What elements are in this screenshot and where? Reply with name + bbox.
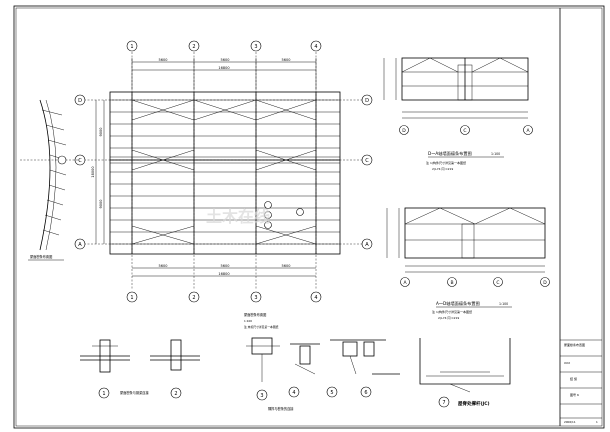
detail-1: 1 屋面檩条与钢梁连接 bbox=[80, 339, 149, 399]
title-item-2: XXX bbox=[564, 361, 570, 365]
axis-right-A: A bbox=[365, 242, 369, 248]
bottom-axis-bubbles: 1 2 3 4 bbox=[126, 291, 322, 303]
detail-5-num: 5 bbox=[330, 390, 333, 396]
elev-bot-note-2: 2)L74 同 C219 bbox=[438, 315, 459, 320]
detail-7-title: 屋脊处撑杆(JC) bbox=[458, 400, 490, 407]
detail-3-num: 3 bbox=[260, 393, 263, 399]
title-page: 1 bbox=[596, 420, 598, 424]
detail-7-num: 7 bbox=[442, 400, 445, 406]
elev-top-note-1: 注 1)构件尺寸详见第一本图纸 bbox=[426, 160, 466, 165]
axis-right-D: D bbox=[365, 98, 369, 104]
watermark: 土木在线 bbox=[206, 207, 270, 226]
detail-7: 7 屋脊处撑杆(JC) bbox=[419, 338, 511, 408]
elev-top-scale: 1:100 bbox=[491, 152, 500, 156]
detail-3: 屋面檩条布置图 1:100 注 未标尺寸详见第一本图纸 3 bbox=[244, 312, 280, 401]
elev-bot-axis-A: A bbox=[403, 280, 407, 286]
side-section-label: 屋面檩条布置图 bbox=[30, 254, 52, 259]
left-total-dim: 18000 bbox=[91, 166, 95, 177]
detail-3-note: 注 未标尺寸详见第一本图纸 bbox=[244, 325, 279, 329]
axis-bottom-3: 3 bbox=[254, 295, 257, 301]
bottom-dim-2: 5600 bbox=[221, 264, 230, 268]
elev-top-axis-C: C bbox=[463, 128, 466, 134]
detail-1-title: 屋面檩条与钢梁连接 bbox=[120, 390, 149, 395]
detail-3-scale: 1:100 bbox=[244, 319, 252, 323]
axis-bottom-1: 1 bbox=[130, 295, 133, 301]
elev-bot-axis-D: D bbox=[543, 280, 547, 286]
roof-purlin-plan: 5600 5600 5600 16800 bbox=[74, 40, 373, 303]
detail-2-num: 2 bbox=[174, 391, 177, 397]
elev-bot-scale: 1:100 bbox=[499, 302, 508, 306]
top-total-dim: 16800 bbox=[218, 66, 229, 70]
detail-3-title: 屋面檩条布置图 bbox=[244, 312, 266, 317]
left-dim-1: 9000 bbox=[99, 128, 103, 137]
elev-top-note-2: 2)L74 同 C219 bbox=[432, 166, 453, 171]
axis-right-C: C bbox=[365, 158, 369, 164]
axis-top-4: 4 bbox=[314, 44, 317, 50]
sheet-border bbox=[13, 5, 605, 429]
top-dim-2: 5600 bbox=[221, 58, 230, 62]
detail-4-num: 4 bbox=[292, 390, 295, 396]
elev-top-axis-D: D bbox=[402, 128, 406, 134]
elev-bot-axis-C: C bbox=[496, 280, 499, 286]
sheet-inner-border bbox=[15, 7, 603, 427]
detail-2: 2 bbox=[150, 339, 200, 399]
title-item-3: 结 施 bbox=[570, 376, 577, 381]
title-block: 屋面檩条布置图 XXX 结 施 图号 6 2006/11 1 bbox=[559, 8, 602, 426]
elev-bot-caption: A～D轴墙面檩条布置图 bbox=[436, 300, 480, 307]
title-date: 2006/11 bbox=[564, 420, 576, 424]
elev-bot-note-1: 注 1)构件尺寸详见第一本图纸 bbox=[432, 309, 472, 314]
axis-left-A: A bbox=[78, 242, 82, 248]
elev-top-axis-A: A bbox=[526, 128, 530, 134]
title-item-1: 屋面檩条布置图 bbox=[564, 342, 585, 347]
top-dim-1: 5600 bbox=[159, 58, 168, 62]
title-item-4: 图号 6 bbox=[570, 392, 579, 397]
axis-bottom-2: 2 bbox=[192, 295, 195, 301]
axis-top-2: 2 bbox=[192, 44, 195, 50]
elevation-top: D C A D～A轴墙面檩条布置图 1:100 注 1)构件尺寸详见第一本图纸 … bbox=[383, 57, 533, 171]
side-section: 屋面檩条布置图 bbox=[20, 99, 80, 261]
detail-1-num: 1 bbox=[102, 391, 105, 397]
detail-4: 4 bbox=[288, 343, 320, 398]
bottom-dim-1: 5600 bbox=[159, 264, 168, 268]
right-axis-bubbles: D C A bbox=[361, 94, 373, 250]
elevation-bottom: A B C D A～D轴墙面檩条布置图 1:100 注 1)构件尺寸详见第一本图… bbox=[386, 207, 550, 320]
bottom-total-dim: 16800 bbox=[218, 272, 229, 276]
left-dim-2: 9000 bbox=[99, 200, 103, 209]
detail-6: 6 bbox=[360, 373, 400, 398]
elev-bot-axis-B: B bbox=[450, 280, 453, 286]
bottom-dim-3: 5600 bbox=[282, 264, 291, 268]
left-axis-bubbles: D C A bbox=[74, 94, 86, 250]
detail-6-num: 6 bbox=[364, 390, 367, 396]
axis-left-D: D bbox=[78, 98, 82, 104]
axis-top-3: 3 bbox=[254, 44, 257, 50]
axis-top-1: 1 bbox=[130, 44, 133, 50]
detail-5: 5 隅撑与檩条的连接 bbox=[268, 339, 386, 411]
top-axis-bubbles: 1 2 3 4 bbox=[126, 40, 322, 52]
elev-top-caption: D～A轴墙面檩条布置图 bbox=[428, 150, 472, 157]
axis-bottom-4: 4 bbox=[314, 295, 317, 301]
top-dim-3: 5600 bbox=[282, 58, 291, 62]
detail-5-title: 隅撑与檩条的连接 bbox=[268, 406, 294, 411]
axis-left-C: C bbox=[78, 158, 82, 164]
